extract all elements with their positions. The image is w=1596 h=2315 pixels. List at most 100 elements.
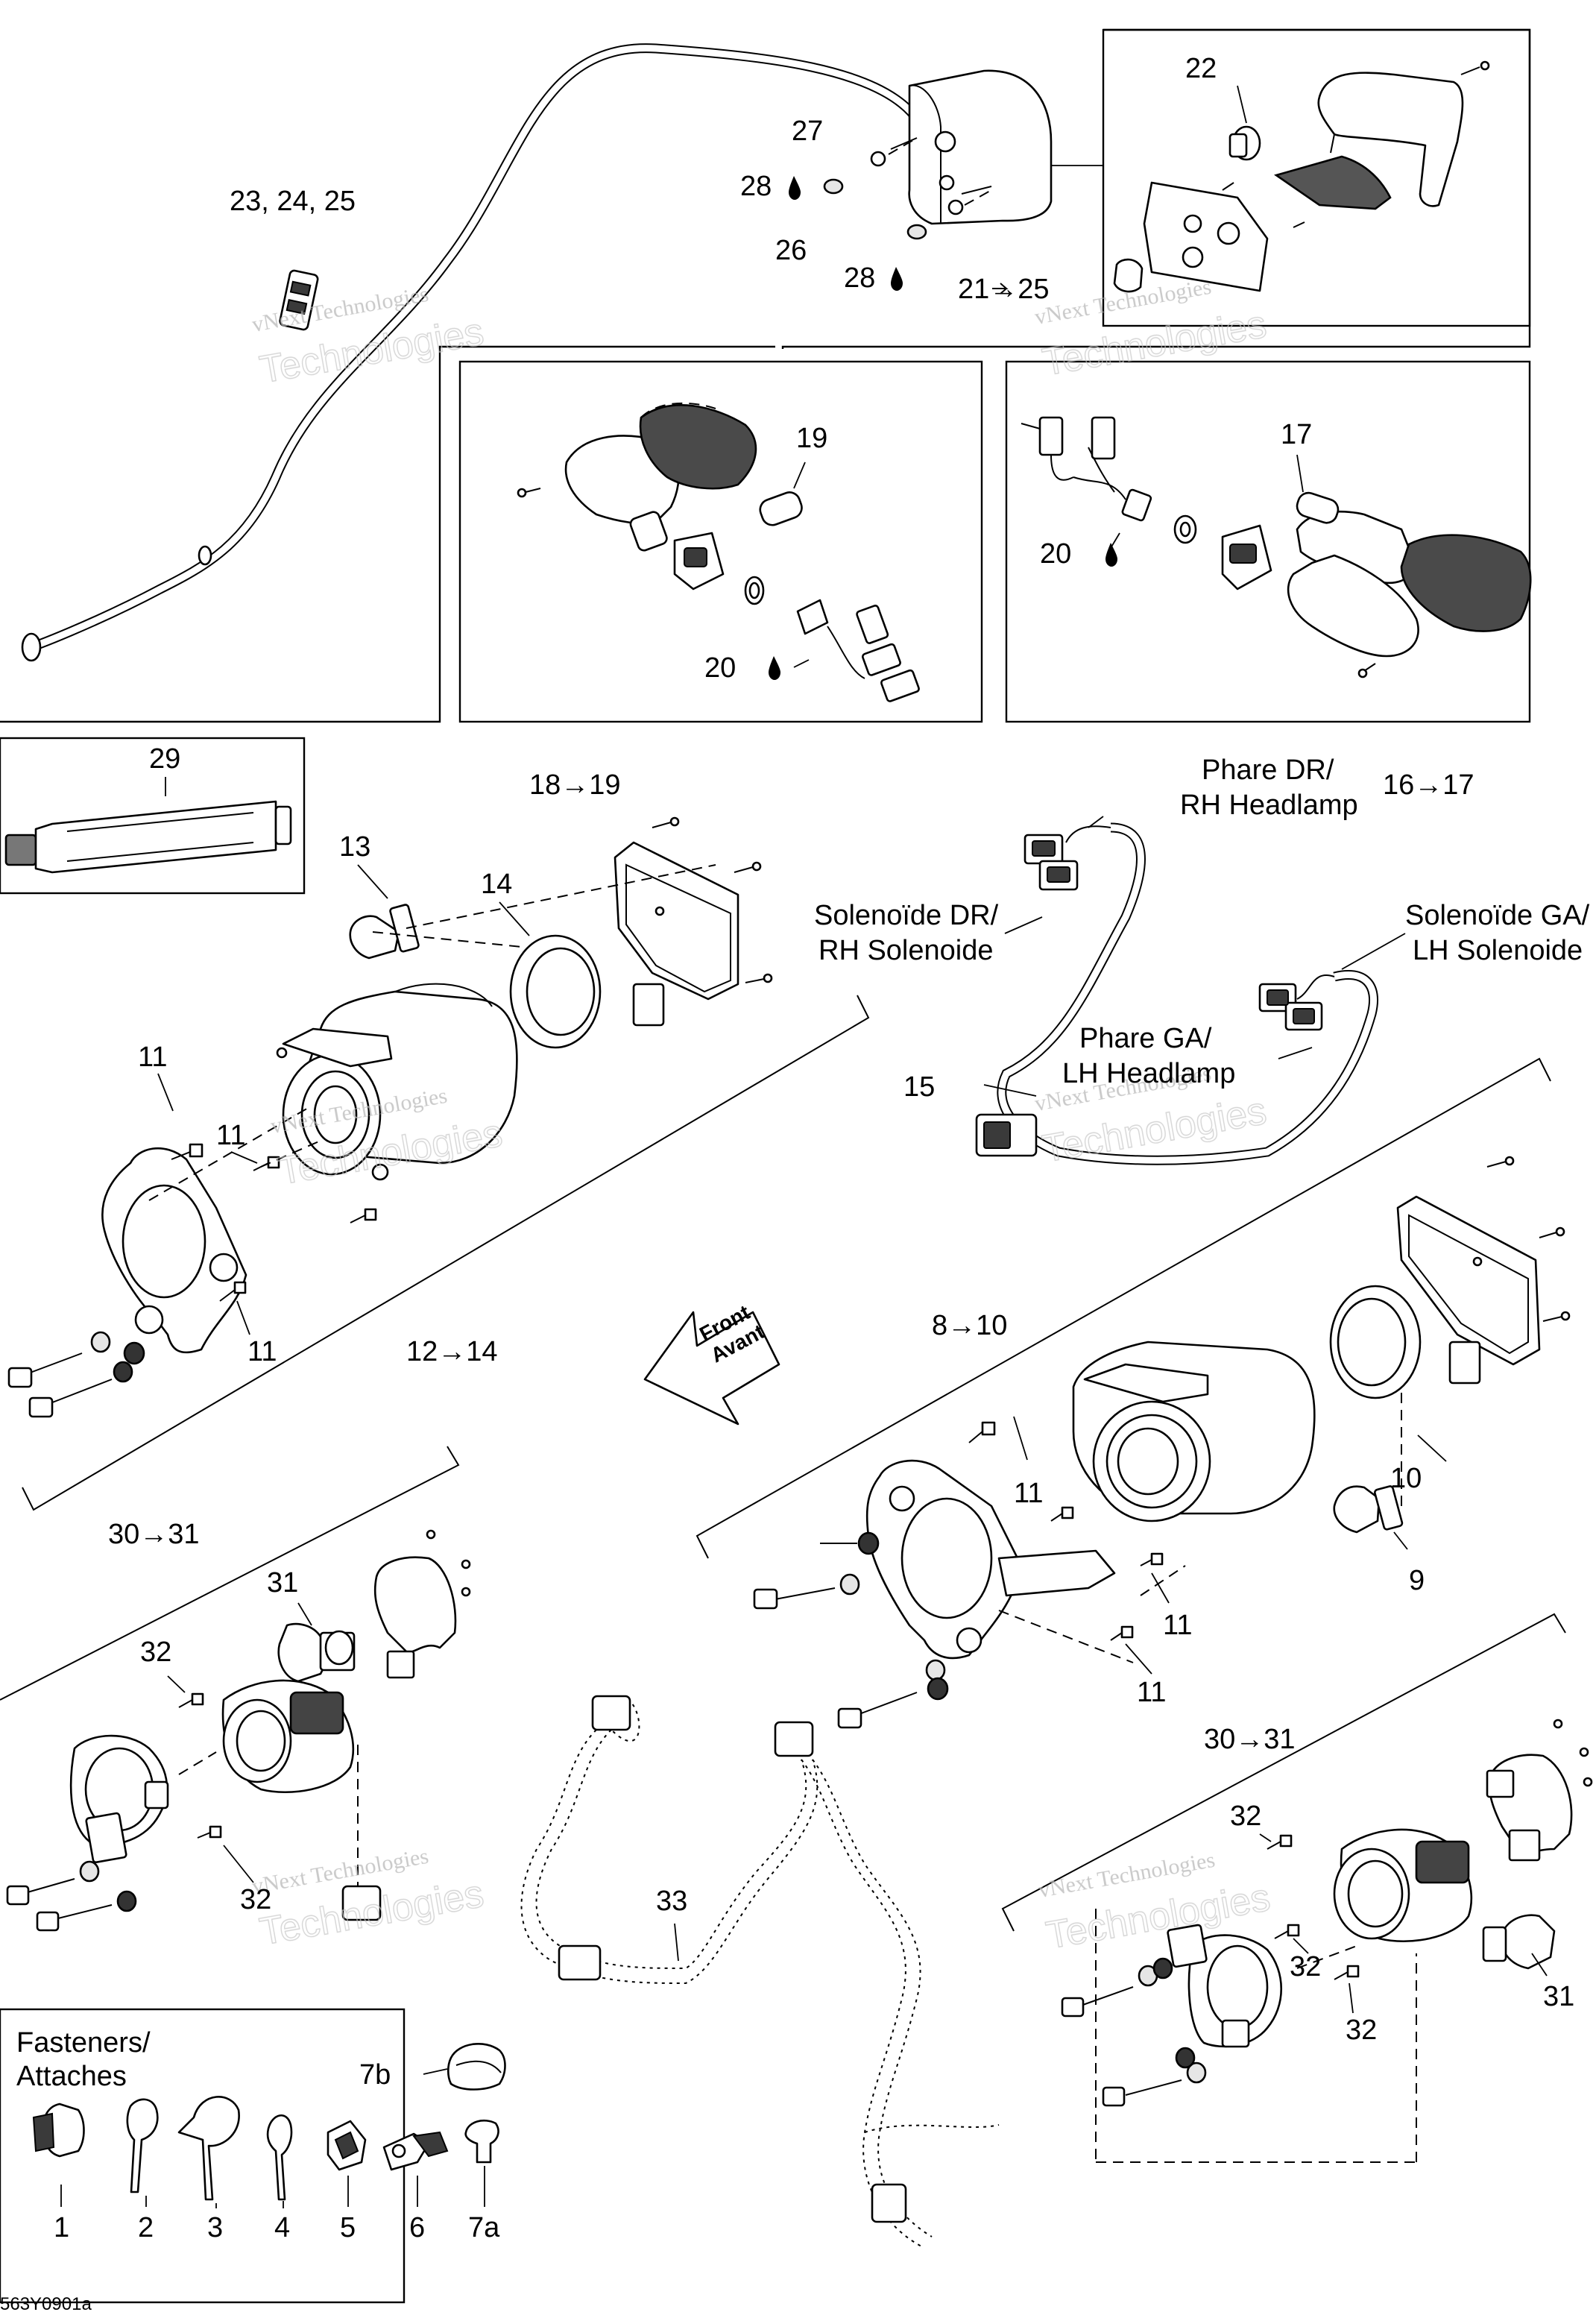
fastener-7b	[447, 2042, 506, 2091]
bulb-31a	[277, 1622, 333, 1683]
fog-connector-top	[591, 1695, 631, 1731]
callout-23-25: 23, 24, 25	[230, 186, 356, 217]
drop-icons	[769, 176, 1117, 680]
callout-32a: 32	[140, 1637, 171, 1668]
fastener-label-3: 3	[207, 2212, 223, 2243]
fastener-3	[177, 2096, 240, 2201]
wire-connector-a	[1038, 416, 1064, 456]
callout-33: 33	[656, 1886, 687, 1917]
callout-15: 15	[903, 1071, 935, 1103]
fog-connector-right	[871, 2183, 907, 2223]
drop-icon	[1105, 543, 1117, 567]
frame-right-turn-signal	[1005, 360, 1531, 723]
sealant-tube	[4, 777, 292, 874]
callout-13: 13	[339, 831, 370, 863]
callout-30-31a: 30→31	[108, 1519, 200, 1550]
turn-signal-reflector-right	[1400, 534, 1532, 632]
callout-32b: 32	[240, 1884, 271, 1915]
connector-labels: Phare DR/ RH Headlamp Solenoïde DR/ RH S…	[814, 755, 1590, 1089]
frame-sealant	[0, 737, 306, 895]
fasteners-title-1: Fasteners/	[16, 2027, 151, 2059]
tail-lamp-inset-parts	[1113, 60, 1490, 293]
turn-signal-reflector-left	[639, 404, 757, 490]
label-phare-dr: Phare DR/	[1202, 755, 1334, 786]
bulb-9	[1333, 1485, 1381, 1534]
callout-10: 10	[1390, 1463, 1422, 1494]
bulb-31b	[1500, 1914, 1556, 1970]
drop-icon	[789, 176, 801, 200]
fastener-label-2: 2	[138, 2212, 154, 2243]
nut-28b	[906, 224, 927, 240]
label-solenoide-ga: Solenoïde GA/	[1405, 900, 1590, 931]
tail-lamp-base	[1143, 181, 1269, 292]
arrow-right-icon	[992, 283, 1009, 295]
fastener-label-7b: 7b	[359, 2059, 391, 2091]
callout-32e: 32	[1346, 2015, 1377, 2046]
callout-11b: 11	[216, 1120, 245, 1151]
fasteners-title-2: Attaches	[16, 2061, 127, 2092]
callout-26: 26	[775, 235, 807, 266]
frame-left-turn-signal	[458, 360, 983, 723]
drop-icon	[769, 656, 780, 680]
screws-11-rh	[968, 1421, 1164, 1641]
fog-harness	[341, 1695, 1000, 2249]
fastener-7a	[464, 2120, 499, 2164]
tail-lamp-harness	[21, 43, 1103, 662]
callout-32c: 32	[1230, 1801, 1261, 1832]
callout-11f: 11	[1137, 1677, 1166, 1708]
callout-11c: 11	[247, 1336, 277, 1367]
fog-lamp-left	[6, 1529, 471, 1932]
callout-19: 19	[796, 423, 827, 454]
headlamp-rh	[753, 1156, 1571, 1729]
callout-18-19: 18→19	[529, 769, 621, 801]
callout-8-10: 8→10	[932, 1310, 1007, 1341]
frame-upper-left	[0, 345, 775, 723]
callout-11a: 11	[138, 1042, 167, 1073]
label-phare-ga: Phare GA/	[1079, 1023, 1212, 1054]
direction-arrow	[643, 1311, 780, 1426]
callout-9: 9	[1409, 1565, 1425, 1596]
headlamp-harness	[975, 816, 1406, 1165]
drop-icon	[891, 267, 903, 291]
callout-28b: 28	[844, 262, 875, 294]
callout-27: 27	[792, 116, 823, 147]
tail-lamp-body	[908, 69, 1053, 225]
callout-22: 22	[1185, 53, 1217, 84]
bulb-13	[349, 915, 400, 960]
fog-bracket-left	[373, 1556, 457, 1654]
washer-27	[870, 151, 886, 167]
fastener-4	[266, 2114, 293, 2201]
mount-frame-lh	[614, 841, 739, 1001]
fog-connector-left	[341, 1885, 382, 1921]
callout-31b: 31	[1543, 1981, 1574, 2012]
front-arrow-icon	[643, 1311, 780, 1426]
bracket-12-14	[22, 995, 870, 1511]
callout-11e: 11	[1163, 1610, 1192, 1641]
label-rh-headlamp: RH Headlamp	[1180, 790, 1358, 821]
callout-12-14: 12→14	[406, 1336, 498, 1367]
fastener-label-4: 4	[274, 2212, 290, 2243]
label-solenoide-dr: Solenoïde DR/	[814, 900, 999, 931]
callout-20a: 20	[704, 652, 736, 684]
figure-code: 563Y0901a	[0, 2294, 92, 2314]
sealant-tube-body	[34, 800, 277, 874]
fastener-label-1: 1	[54, 2212, 69, 2243]
adjusters-lh	[7, 1331, 145, 1418]
fastener-label-5: 5	[340, 2212, 356, 2243]
bulb-17	[1296, 491, 1340, 524]
fog-connector-bottom	[558, 1944, 602, 1981]
callout-31a: 31	[267, 1567, 298, 1599]
fasteners-panel-parts	[32, 2042, 506, 2208]
bracket-30-31-right	[1001, 1613, 1566, 1932]
turn-signal-lens-right-2	[1287, 554, 1419, 658]
callouts: 22 23, 24, 25 27 28 26 28 21→25 19 17 20…	[108, 53, 1574, 2046]
screws-11-lh	[171, 1143, 377, 1302]
callout-20b: 20	[1040, 538, 1071, 570]
fog-connector-mid	[774, 1721, 814, 1757]
callout-29: 29	[149, 743, 180, 775]
fastener-label-7a: 7a	[468, 2212, 500, 2243]
callout-30-31b: 30→31	[1204, 1724, 1296, 1755]
turn-signal-left	[517, 402, 920, 702]
callout-17: 17	[1281, 419, 1312, 450]
fastener-labels: Fasteners/ Attaches 1 2 3 4 5 6 7a 7b	[16, 2027, 500, 2243]
